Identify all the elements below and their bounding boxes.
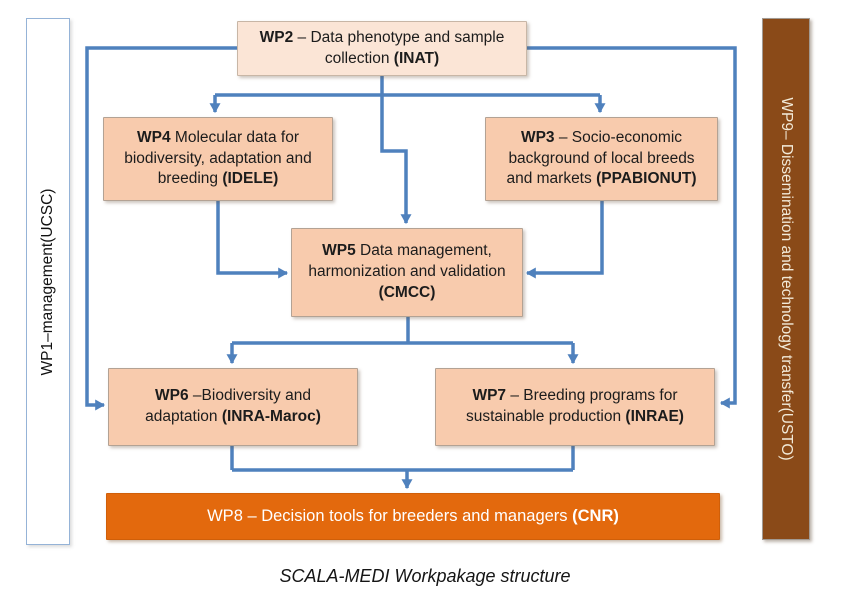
connector-wp2-left-wp6 — [85, 46, 237, 411]
wp7-label: WP7 – Breeding programs for sustainable … — [448, 386, 702, 428]
wp2-id: WP2 — [259, 28, 294, 46]
connector-wp3-wp5 — [525, 201, 604, 279]
wp3-label: WP3 – Socio-economic background of local… — [498, 128, 705, 191]
wp3-text: – Socio-economic background of local bre… — [506, 128, 699, 188]
wp8-id: WP8 — [207, 507, 243, 526]
diagram-caption: SCALA-MEDI Workpakage structure — [279, 566, 571, 586]
wp7-box: WP7 – Breeding programs for sustainable … — [435, 368, 715, 446]
connector-wp2-right-wp7 — [527, 46, 737, 409]
wp9-dissemination-bar: WP9– Dissemination and technology transf… — [762, 18, 810, 540]
wp6-box: WP6 –Biodiversity and adaptation (INRA-M… — [108, 368, 358, 446]
wp9-org: (USTO) — [778, 407, 795, 461]
wp5-text: Data management, harmonization and valid… — [308, 242, 510, 281]
wp9-text: – Dissemination and technology transfer — [778, 130, 795, 408]
wp6-org: (INRA-Maroc) — [221, 408, 321, 425]
wp3-org: (PPABIONUT) — [596, 170, 697, 188]
wp1-id: WP1 — [39, 341, 56, 375]
wp1-org: (UCSC) — [39, 188, 56, 243]
wp5-org: (CMCC) — [378, 283, 436, 301]
connector-wp2-wp5 — [380, 95, 412, 225]
wp1-label: WP1 –management (UCSC) — [28, 24, 68, 539]
wp7-org: (INRAE) — [625, 408, 684, 425]
wp4-box: WP4 Molecular data for biodiversity, ada… — [103, 117, 333, 201]
wp2-text: – Data phenotype and sample collection — [293, 28, 509, 67]
wp1-management-bar: WP1 –management (UCSC) — [26, 18, 70, 545]
wp1-text: –management — [39, 242, 56, 342]
wp2-label: WP2 – Data phenotype and sample collecti… — [250, 28, 514, 70]
wp7-id: WP7 — [472, 387, 507, 405]
wp8-org: (CNR) — [572, 507, 619, 526]
connector-wp4-wp5 — [216, 201, 289, 279]
wp8-label: WP8 – Decision tools for breeders and ma… — [207, 505, 619, 527]
wp9-id: WP9 — [778, 97, 795, 131]
wp4-text: Molecular data for biodiversity, adaptat… — [124, 128, 317, 188]
wp6-id: WP6 — [155, 387, 189, 405]
wp6-text: –Biodiversity and adaptation — [145, 387, 316, 425]
wp7-text: – Breeding programs for sustainable prod… — [466, 387, 682, 425]
wp4-label: WP4 Molecular data for biodiversity, ada… — [116, 128, 320, 191]
wp8-bar: WP8 – Decision tools for breeders and ma… — [106, 493, 720, 540]
wp3-id: WP3 — [520, 128, 555, 146]
wp3-box: WP3 – Socio-economic background of local… — [485, 117, 718, 201]
wp5-label: WP5 Data management, harmonization and v… — [304, 241, 510, 304]
wp6-label: WP6 –Biodiversity and adaptation (INRA-M… — [121, 386, 345, 428]
wp4-id: WP4 — [137, 128, 171, 146]
wp5-box: WP5 Data management, harmonization and v… — [291, 228, 523, 317]
wp8-text: – Decision tools for breeders and manage… — [242, 507, 573, 526]
wp2-box: WP2 – Data phenotype and sample collecti… — [237, 21, 527, 76]
wp2-org: (INAT) — [393, 49, 440, 67]
wp9-label: WP9– Dissemination and technology transf… — [765, 24, 807, 534]
wp4-org: (IDELE) — [222, 170, 279, 188]
wp5-id: WP5 — [322, 242, 356, 260]
